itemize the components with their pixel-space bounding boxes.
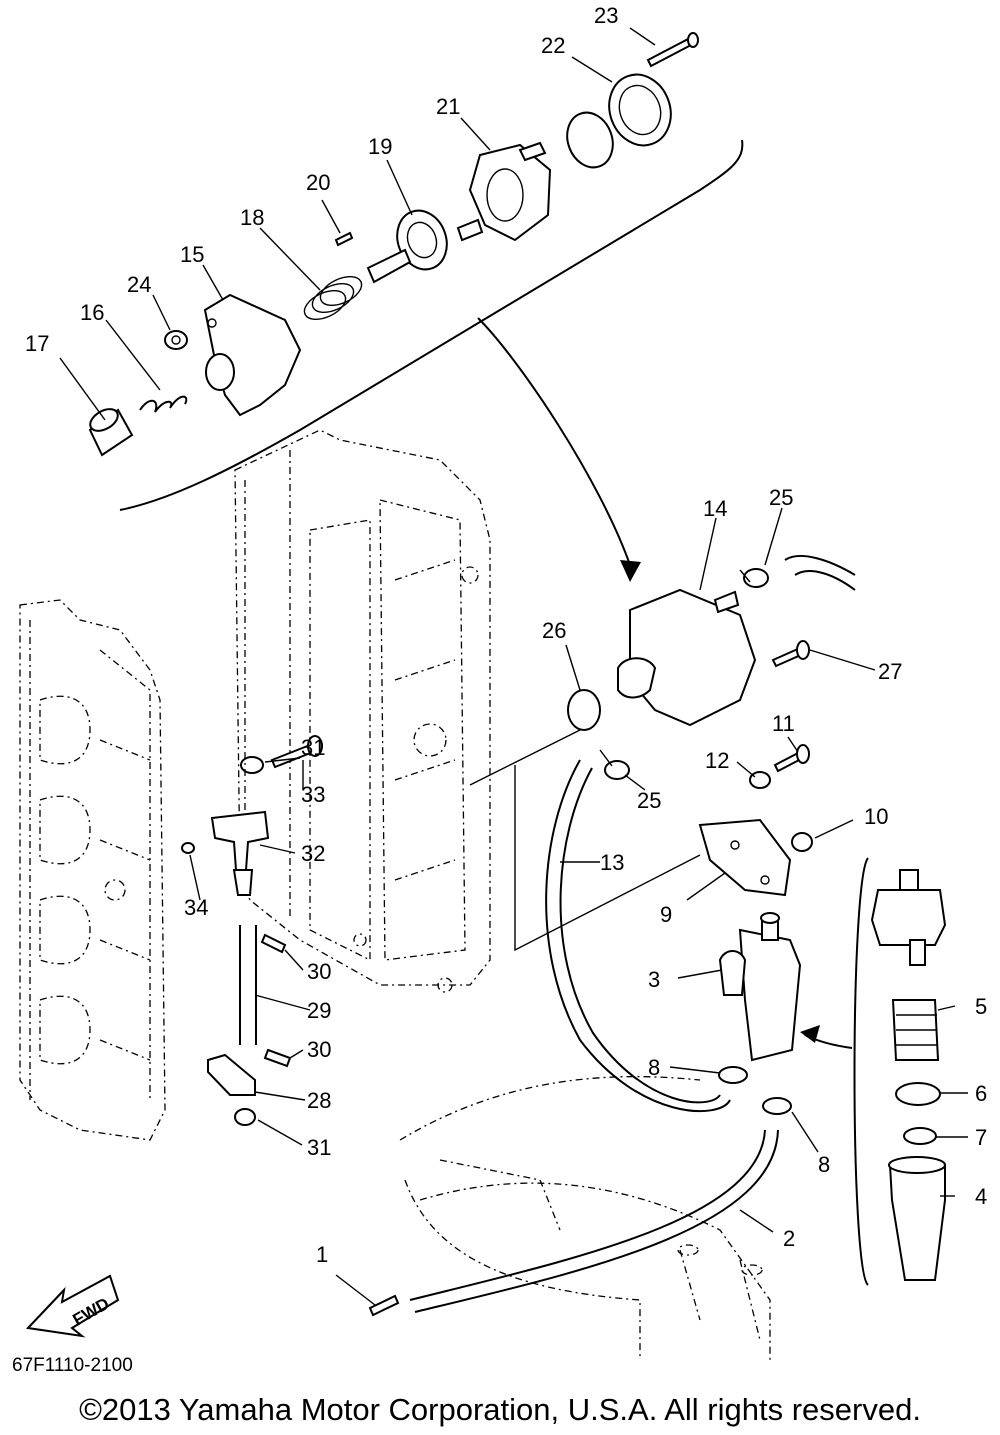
part-4-cup [888,1156,946,1281]
callout-34: 34 [184,895,208,920]
callout-25: 25 [637,788,661,813]
callout-15: 15 [180,242,204,267]
intake-manifold-outline [234,429,491,993]
callout-30: 30 [307,1037,331,1062]
callout-32: 32 [301,841,325,866]
callout-24: 24 [127,272,151,297]
callout-4: 4 [975,1184,987,1209]
callout-30: 30 [307,959,331,984]
callout-6: 6 [975,1081,987,1106]
part-15-cover [203,293,302,417]
callout-22: 22 [541,33,565,58]
callout-21: 21 [436,94,460,119]
fwd-arrow-icon: FWD [25,1274,120,1338]
callout-13: 13 [600,850,624,875]
part-1-bolt [368,1294,400,1317]
part-7-float [903,1127,937,1145]
callout-18: 18 [240,205,264,230]
part-28-fitting [207,1053,256,1096]
callout-31: 31 [301,735,325,760]
callout-7: 7 [975,1125,987,1150]
hose-routing-lines [469,729,701,952]
callout-25: 25 [769,485,793,510]
part-29-hose [239,925,257,1045]
fwd-label: FWD [70,1294,113,1330]
callout-27: 27 [878,659,902,684]
copyright-notice: ©2013 Yamaha Motor Corporation, U.S.A. A… [79,1392,921,1427]
part-26-oring [567,689,601,731]
part-32-joint [210,810,270,896]
callout-numbers: 1 2 3 4 5 6 7 8 8 9 10 11 12 13 14 15 16… [25,3,987,1267]
callout-9: 9 [660,902,672,927]
callout-23: 23 [594,3,618,28]
diagram-code: 67F1110-2100 [12,1355,133,1376]
callout-8: 8 [818,1152,830,1177]
callout-8: 8 [648,1055,660,1080]
part-24-nut [164,330,188,350]
callout-1: 1 [316,1242,328,1267]
hose-top-right [784,555,856,591]
part-14-regulator [617,588,757,727]
leader-lines [59,27,968,1306]
callout-3: 3 [648,967,660,992]
part-33-bolt [270,735,323,769]
part-17-collar [88,408,134,457]
part-2-hose [409,1129,779,1313]
part-18-spring [303,275,363,321]
callout-28: 28 [307,1088,331,1113]
part-13-hose [545,759,731,1113]
part-19-diaphragm [366,209,448,284]
part-34-grommet [181,842,195,854]
part-20-pin [334,231,354,247]
callout-2: 2 [783,1226,795,1251]
callout-31: 31 [307,1135,331,1160]
callout-29: 29 [307,998,331,1023]
part-6-oring [895,1082,941,1106]
part-9-bracket [698,818,792,897]
part-30-clips [260,933,292,1068]
part-16-spring [139,395,188,413]
part-25-clips [599,568,769,780]
part-31-washers [234,756,264,1126]
part-12-washer [749,771,771,789]
filter-cap-detail [870,869,947,966]
callout-20: 20 [306,170,330,195]
callout-33: 33 [301,782,325,807]
callout-14: 14 [703,496,727,521]
part-8-clamps [718,1066,792,1115]
part-22-gasket-diaphragm [566,73,672,169]
callout-10: 10 [864,804,888,829]
callout-26: 26 [542,618,566,643]
part-11-bolt [773,744,810,773]
part-23-screw [646,32,699,68]
part-27-bolt [771,640,810,668]
exploded-view-bracket [119,139,744,582]
callout-16: 16 [80,300,104,325]
callout-11: 11 [772,711,795,736]
callout-17: 17 [25,331,49,356]
part-10-nut [791,832,813,852]
callout-19: 19 [368,134,392,159]
callout-12: 12 [705,748,729,773]
part-3-fuel-filter [718,912,802,1062]
bottom-cowling-outline [399,1075,771,1360]
filter-detail-bracket [800,857,869,1286]
part-21-housing [456,141,552,242]
callout-5: 5 [975,994,987,1019]
cylinder-head-outline [19,599,166,1141]
part-5-element [891,999,940,1061]
